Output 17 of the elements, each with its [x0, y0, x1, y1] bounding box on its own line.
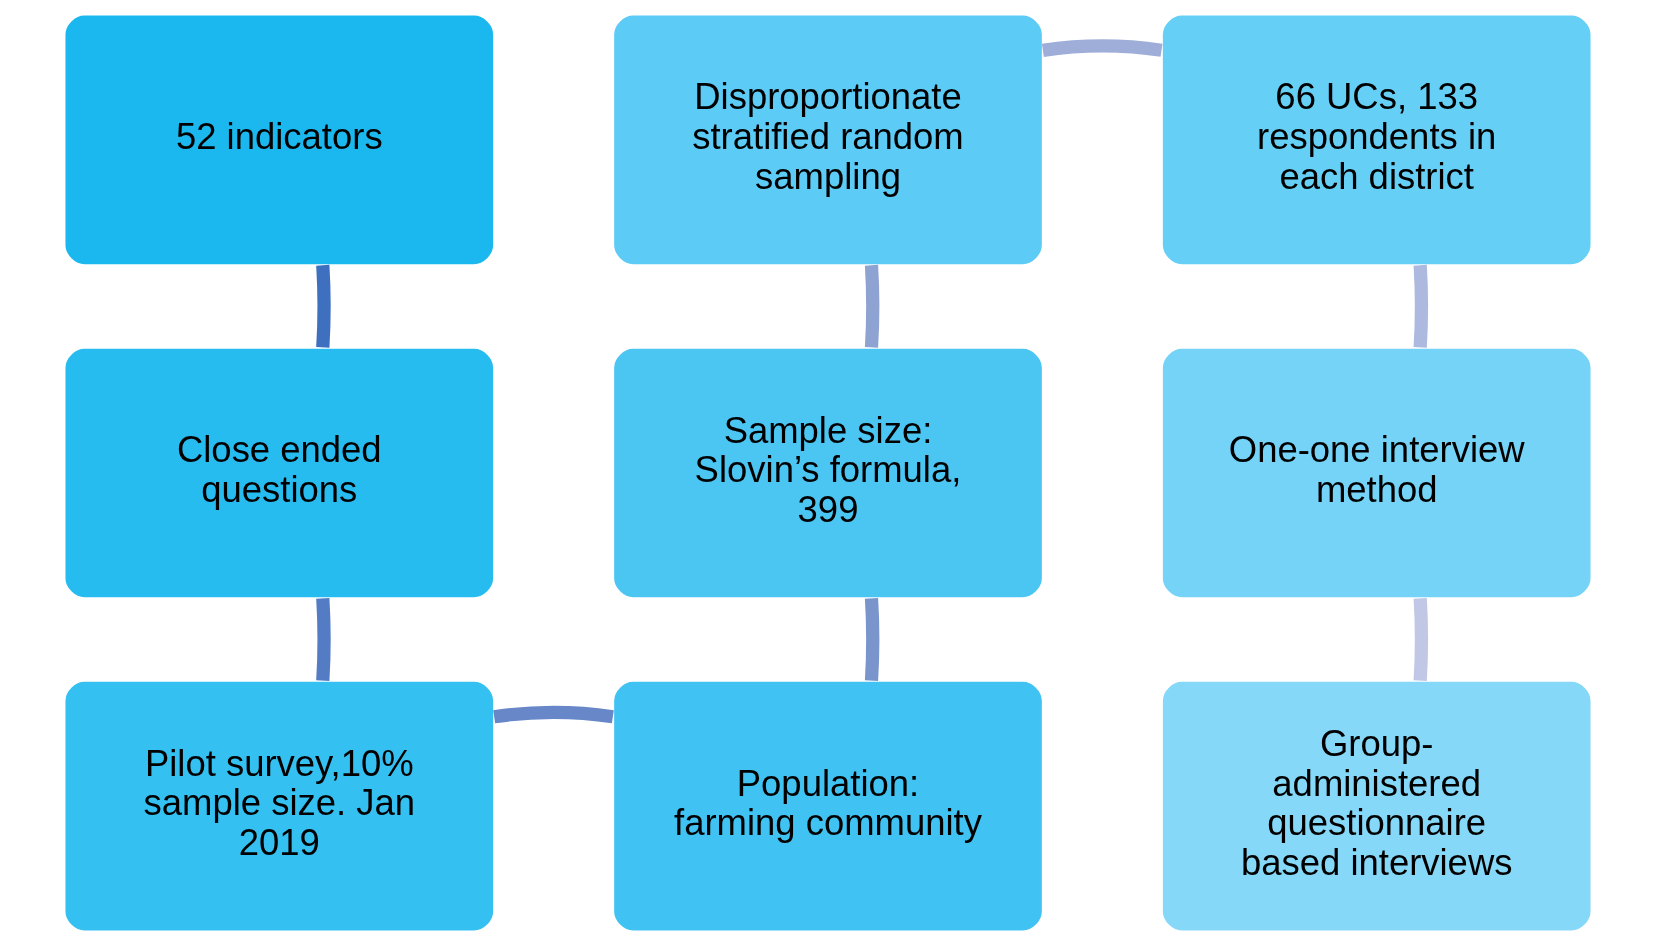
- connector: [1413, 264, 1429, 348]
- node-box: Population: farming community: [612, 680, 1044, 933]
- node-box: Close ended questions: [63, 347, 495, 599]
- node-box: Pilot survey,10% sample size. Jan 2019: [63, 680, 495, 933]
- node-box: One-one interview method: [1161, 347, 1593, 599]
- node-box: Group-administered questionnaire based interviews: [1161, 680, 1593, 933]
- connector: [316, 264, 331, 348]
- node-box: 52 indicators: [63, 13, 495, 266]
- connector: [1041, 39, 1163, 57]
- connector: [316, 598, 331, 681]
- node-box: Sample size: Slovin’s formula, 399: [612, 347, 1044, 599]
- connector: [864, 598, 880, 681]
- node-box: Disproportionate stratified random sampling: [612, 13, 1044, 266]
- node-box: 66 UCs, 133 respondents in each district: [1161, 13, 1593, 266]
- connector: [864, 264, 880, 348]
- connector: [1413, 598, 1429, 681]
- connector: [493, 705, 614, 724]
